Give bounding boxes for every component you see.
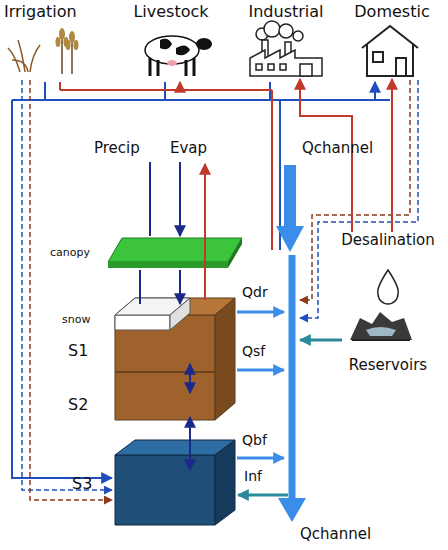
node-text: Desalination	[341, 232, 435, 249]
node-text: Irrigation	[4, 3, 77, 21]
flux-label: Qchannel	[300, 526, 371, 543]
node-text: S2	[68, 396, 88, 414]
node-text: snow	[62, 314, 90, 327]
flux-label: Qdr	[242, 284, 268, 300]
groundwater-store: S3	[72, 470, 235, 498]
flux-label: Precip	[94, 140, 140, 157]
node-text: canopy	[50, 247, 90, 260]
node-text: Domestic	[354, 3, 429, 21]
flux-label: Evap	[170, 140, 207, 157]
flux-label: Qbf	[242, 432, 267, 448]
flux-label: Inf	[244, 468, 262, 484]
flow-connector	[189, 364, 191, 393]
desalination-source: Desalination	[334, 232, 442, 304]
sector-domestic: Domestic	[350, 3, 434, 79]
sector-industrial: Industrial	[244, 3, 328, 79]
flow-connector	[391, 79, 393, 232]
node-text: Livestock	[133, 3, 208, 21]
snow-store: snow	[62, 312, 182, 328]
soil-layer-2: S2	[68, 393, 235, 417]
sector-irrigation: Irrigation	[4, 3, 90, 79]
reservoir-source: Reservoirs	[336, 310, 440, 374]
node-text: S3	[72, 475, 92, 493]
flow-connector	[189, 417, 191, 470]
node-text: Industrial	[248, 3, 323, 21]
soil-layer-1: S1	[68, 338, 235, 364]
flux-label: Qsf	[242, 343, 265, 359]
canopy-layer: canopy	[50, 240, 235, 266]
sector-livestock: Livestock	[128, 3, 214, 79]
flux-label: Qchannel	[302, 140, 373, 157]
node-text: Reservoirs	[349, 357, 427, 374]
node-text: S1	[68, 342, 88, 360]
